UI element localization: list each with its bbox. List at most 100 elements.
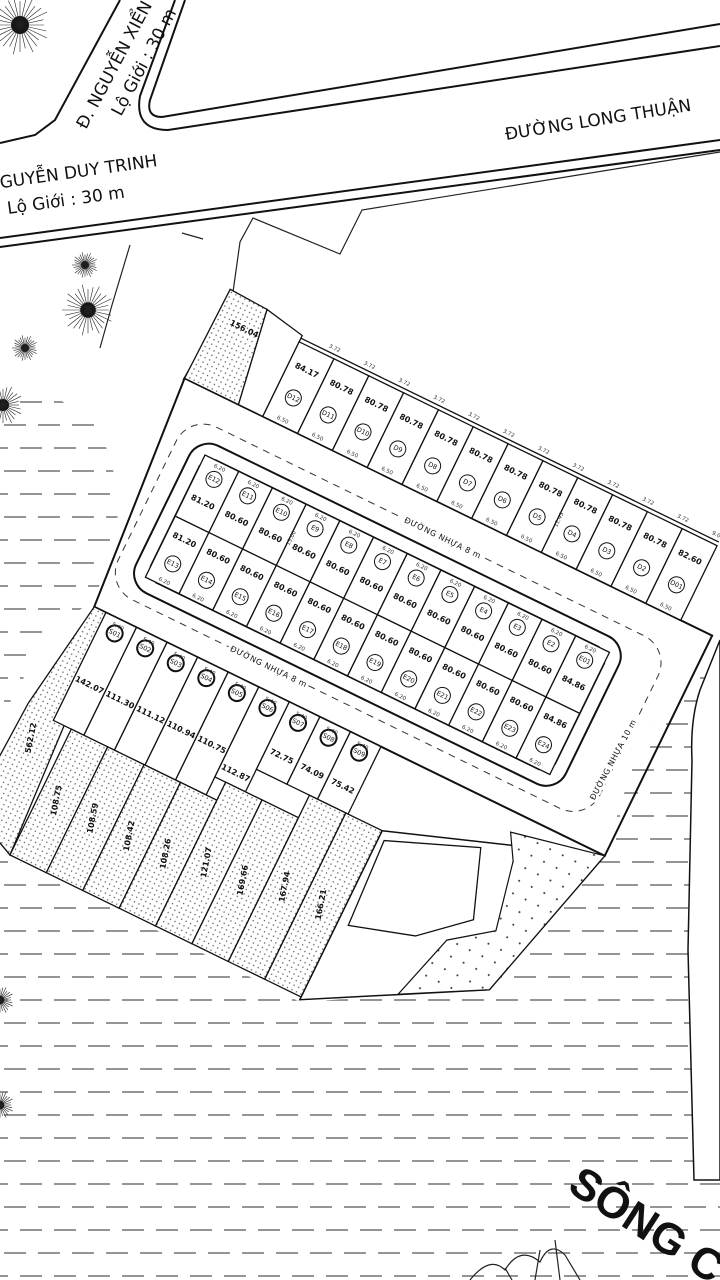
lot-id-marker — [197, 571, 215, 589]
dim-front: 6.50 — [624, 585, 638, 596]
dim-front: 6.20 — [359, 675, 373, 686]
dim-rear: 9.06 — [711, 530, 720, 541]
dim-rear: 3.72 — [676, 513, 690, 524]
road-centerline — [114, 423, 662, 812]
lot-id-marker — [424, 457, 442, 475]
lot-id-marker — [197, 669, 216, 688]
lots-row-s: 562.12S01142.075.40S02111.305.40S03111.1… — [0, 605, 607, 1001]
lot-id: D5 — [531, 511, 543, 522]
dim-rear: 3.72 — [641, 496, 655, 507]
dim-front: 6.20 — [448, 578, 462, 589]
lot-id-marker — [508, 618, 526, 636]
lot-id-marker — [467, 703, 485, 721]
lot-id-marker — [332, 637, 350, 655]
lot-id: D8 — [427, 460, 439, 471]
lot-id: E4 — [478, 606, 489, 617]
dim-front: 6.20 — [393, 692, 407, 703]
lot-id-marker — [441, 585, 459, 603]
dim-front: 6.20 — [583, 644, 597, 655]
dim-front: 6.50 — [519, 534, 533, 545]
lot-id-marker — [458, 474, 476, 492]
lot-id-marker — [166, 654, 185, 673]
dim-front: 6.20 — [494, 741, 508, 752]
dim-front: 6.50 — [415, 483, 429, 494]
lot-id: D7 — [462, 477, 474, 488]
dim-front: 6.50 — [345, 449, 359, 460]
dim-front: 6.50 — [380, 466, 394, 477]
dim-rear: 3.72 — [397, 378, 411, 389]
lot-id-marker — [535, 736, 553, 754]
dim-front: 5.40 — [325, 726, 339, 737]
lot-id-marker — [501, 719, 519, 737]
lot-id-marker — [164, 555, 182, 573]
lot-id: D9 — [392, 443, 404, 454]
dim-front: 6.20 — [516, 611, 530, 622]
tree-icon — [0, 1092, 13, 1118]
dim-front: 6.20 — [246, 480, 260, 491]
dim-front: 5.40 — [172, 652, 186, 663]
lot-id: E8 — [343, 540, 354, 551]
lot-id: D4 — [566, 528, 578, 539]
dim-front: 6.50 — [310, 432, 324, 443]
dim-rear: 3.72 — [536, 445, 550, 456]
dim-front: 6.50 — [450, 500, 464, 511]
dim-front: 6.20 — [191, 593, 205, 604]
tree-icon — [0, 987, 13, 1013]
dim-front: 6.20 — [212, 463, 226, 474]
tree-icon — [72, 252, 97, 278]
green-area — [396, 831, 606, 995]
dim-front: 6.20 — [381, 545, 395, 556]
dim-front: 6.20 — [415, 562, 429, 573]
dim-front: 5.40 — [233, 681, 247, 692]
lot-id-marker — [319, 728, 338, 747]
rear-boundary — [300, 337, 720, 543]
dim-front: 6.50 — [659, 602, 673, 613]
land-strip-right — [687, 639, 720, 1181]
lot-id-marker — [542, 635, 560, 653]
lot-id-marker — [366, 654, 384, 672]
lot-E24[interactable] — [515, 696, 581, 776]
dim-rear: 3.72 — [571, 462, 585, 473]
tree-icon — [62, 284, 112, 336]
dim-front: 6.20 — [347, 529, 361, 540]
dim-rear: 3.72 — [362, 361, 376, 372]
lot-id-marker — [340, 536, 358, 554]
lot-id-marker — [319, 406, 337, 424]
lot-id-marker — [433, 686, 451, 704]
dim-front: 6.20 — [549, 628, 563, 639]
dim-front: 6.20 — [280, 496, 294, 507]
dim-front: 5.40 — [203, 666, 217, 677]
lot-id-marker — [598, 542, 616, 560]
lot-id-marker — [205, 470, 223, 488]
lot-id-marker — [136, 639, 155, 658]
lot-id: E2 — [546, 638, 557, 649]
lot-id-marker — [354, 423, 372, 441]
lot-D01[interactable] — [645, 527, 718, 622]
lot-id: E6 — [411, 573, 422, 584]
lot-id-marker — [265, 604, 283, 622]
lot-id-marker — [105, 624, 124, 643]
lot-id: E7 — [377, 556, 388, 567]
lot-id-marker — [306, 520, 324, 538]
lot-id: E5 — [444, 589, 455, 600]
lot-id-marker — [350, 743, 369, 762]
corner-lot-2 — [237, 308, 304, 418]
dim-front: 6.50 — [276, 415, 290, 426]
dim-front: 5.40 — [294, 711, 308, 722]
tree-icon — [0, 386, 22, 424]
dim-front: 6.20 — [461, 724, 475, 735]
dim-front: 6.20 — [258, 626, 272, 637]
lot-id-marker — [288, 713, 307, 732]
dim-front: 6.20 — [427, 708, 441, 719]
lot-id: E3 — [512, 622, 523, 633]
dim-rear: 3.72 — [328, 344, 342, 355]
lot-id: D2 — [636, 562, 648, 573]
lot-id-marker — [258, 698, 277, 717]
dim-front: 6.20 — [528, 757, 542, 768]
lot-id-marker — [528, 508, 546, 526]
dim-front: 5.40 — [111, 622, 125, 633]
lot-id-marker — [563, 525, 581, 543]
lot-id-marker — [373, 553, 391, 571]
